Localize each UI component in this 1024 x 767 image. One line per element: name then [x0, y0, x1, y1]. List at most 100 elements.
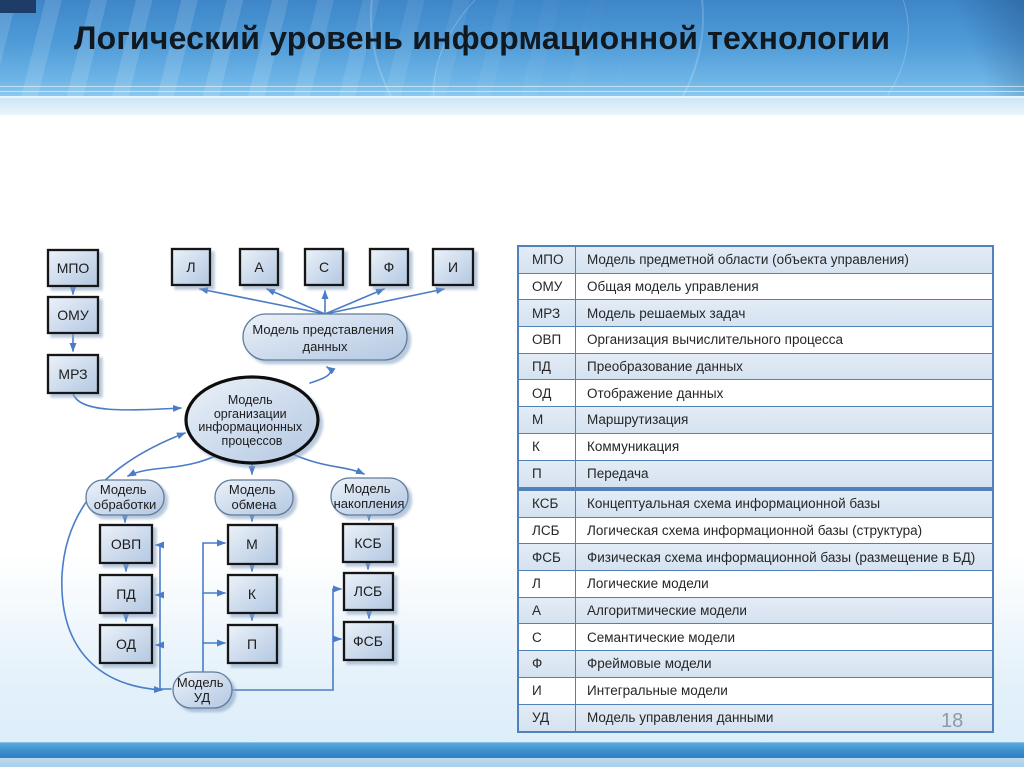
node-k	[226, 573, 279, 615]
desc-cell: Алгоритмические модели	[587, 603, 747, 619]
node-pd-label: ПД	[116, 586, 136, 602]
header-substrip	[0, 98, 1024, 115]
node-processing-model	[85, 479, 165, 516]
abbr-cell: УД	[519, 704, 576, 732]
desc-cell: Фреймовые модели	[587, 656, 712, 672]
node-mrz	[46, 353, 100, 395]
table-row: УД Модель управления данными	[519, 704, 992, 732]
header-corner-decoration	[0, 0, 36, 13]
desc-cell: Модель управления данными	[587, 710, 774, 726]
feeder-line-right	[231, 588, 334, 691]
legend-table-group1: МПО Модель предметной области (объекта уп…	[517, 245, 994, 490]
desc-cell: Преобразование данных	[587, 359, 743, 375]
header-divider	[0, 86, 1024, 92]
node-f-label: Ф	[384, 259, 395, 275]
abbr-cell: Ф	[519, 651, 576, 677]
header-shade-decoration	[824, 0, 1024, 96]
arrow-org-obrabotki	[127, 452, 223, 477]
node-exchange-model-label: Модель обмена	[229, 482, 279, 512]
diagram-nodes: МПО ОМУ МРЗ Л А С Ф И Модель представлен…	[46, 247, 475, 709]
node-fsb	[342, 620, 395, 662]
node-data-management-model	[172, 671, 233, 709]
arrow-org-mpd	[309, 366, 336, 384]
abbr-cell: ОМУ	[519, 273, 576, 300]
node-data-representation-model	[242, 313, 408, 361]
table-row: ОД Отображение данных	[519, 380, 992, 408]
abbr-cell: ОВП	[519, 327, 576, 353]
arrow-org-nakopleniya	[287, 451, 365, 475]
desc-cell: Организация вычислительного процесса	[587, 332, 844, 348]
desc-cell: Маршрутизация	[587, 412, 689, 428]
slide-title: Логический уровень информационной технол…	[74, 20, 891, 56]
table-row: Ф Фреймовые модели	[519, 651, 992, 678]
abbr-cell: М	[519, 407, 576, 433]
node-od	[98, 623, 154, 665]
abbr-cell: МПО	[519, 247, 576, 273]
arrow-mpd-l	[199, 287, 326, 315]
table-row: ПД Преобразование данных	[519, 353, 992, 381]
desc-cell: Логические модели	[587, 576, 709, 592]
table-row: К Коммуникация	[519, 433, 992, 461]
slide-header: Логический уровень информационной технол…	[0, 0, 1024, 259]
desc-cell: Отображение данных	[587, 385, 724, 401]
node-pd	[98, 573, 154, 615]
desc-cell: Модель предметной области (объекта управ…	[587, 252, 909, 268]
abbr-cell: ПД	[519, 353, 576, 380]
node-i-label: И	[448, 259, 458, 275]
abbr-cell: МРЗ	[519, 300, 576, 327]
footer-bar	[0, 742, 1024, 759]
table-row: П Передача	[519, 460, 992, 488]
abbr-cell: ЛСБ	[519, 517, 576, 544]
node-data-representation-model-label: Модель представления данных	[252, 322, 397, 354]
node-l	[170, 247, 212, 287]
node-ksb-label: КСБ	[354, 535, 381, 551]
node-ovp	[98, 523, 154, 565]
table-row: Л Логические модели	[519, 571, 992, 598]
abbr-cell: К	[519, 433, 576, 460]
table-row: КСБ Концептуальная схема информационной б…	[519, 491, 992, 518]
node-ksb	[341, 522, 395, 564]
node-s	[303, 247, 345, 287]
desc-cell: Общая модель управления	[587, 279, 759, 295]
node-mpo	[46, 248, 100, 288]
node-info-processes-organization-model-label: Модель организации информационных процес…	[198, 393, 305, 448]
table-row: М Маршрутизация	[519, 407, 992, 434]
node-omu-label: ОМУ	[57, 307, 89, 323]
node-k-label: К	[248, 586, 257, 602]
node-p	[226, 623, 279, 665]
node-mpo-label: МПО	[57, 260, 90, 276]
desc-cell: Интегральные модели	[587, 683, 728, 699]
arrow-ud-org-bidirectional	[61, 432, 186, 694]
abbr-cell: С	[519, 624, 576, 651]
abbr-cell: П	[519, 460, 576, 488]
node-ovp-label: ОВП	[111, 536, 141, 552]
abbr-cell: КСБ	[519, 491, 576, 517]
desc-cell: Передача	[587, 466, 649, 482]
node-fsb-label: ФСБ	[353, 633, 383, 649]
node-s-label: С	[319, 259, 329, 275]
node-omu	[46, 295, 100, 335]
desc-cell: Концептуальная схема информационной базы	[587, 496, 881, 512]
node-p-label: П	[247, 636, 257, 652]
diagram-connectors	[61, 285, 445, 694]
arrow-mpd-f	[324, 288, 385, 315]
legend-table-group2: КСБ Концептуальная схема информационной б…	[517, 489, 994, 734]
abbr-cell: Л	[519, 571, 576, 597]
page-number: 18	[941, 710, 964, 732]
node-processing-model-label: Модель обработки	[94, 482, 156, 512]
desc-cell: Физическая схема информационной базы (ра…	[587, 549, 976, 565]
node-a-label: А	[254, 259, 264, 275]
abbr-cell: ОД	[519, 380, 576, 407]
footer-strip	[0, 758, 1024, 767]
arrow-mpd-a	[266, 288, 326, 315]
node-od-label: ОД	[116, 636, 137, 652]
desc-cell: Коммуникация	[587, 439, 680, 455]
node-info-processes-organization-model	[184, 375, 320, 465]
node-m	[226, 523, 279, 566]
